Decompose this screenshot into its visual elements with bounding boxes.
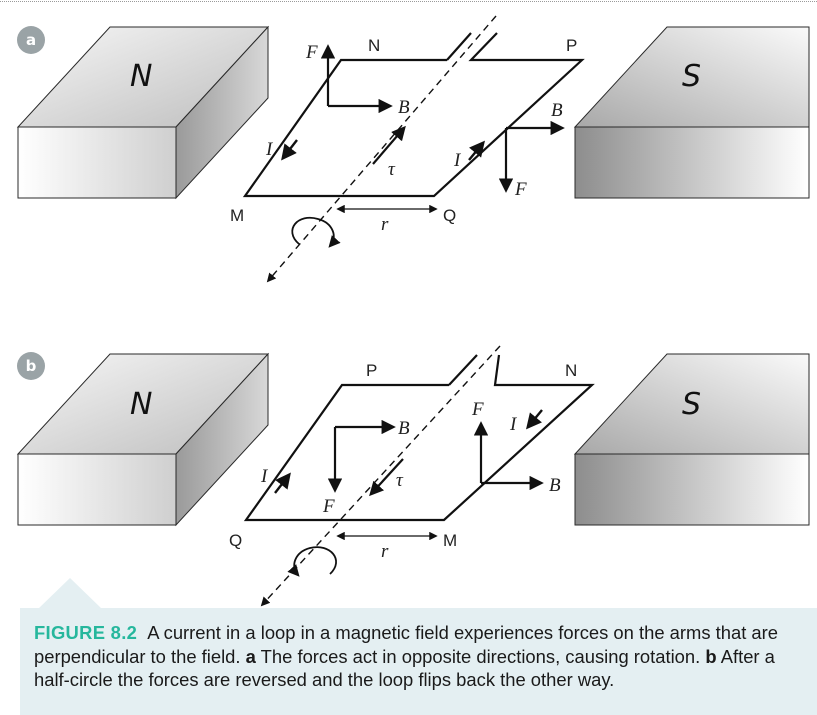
top-dotted-rule bbox=[0, 1, 817, 2]
figure-caption: FIGURE 8.2 A current in a loop in a magn… bbox=[20, 608, 817, 715]
corner-label-n-a: N bbox=[368, 36, 380, 55]
panel-badge-b: b bbox=[17, 352, 45, 380]
current-arrow-right-b bbox=[526, 409, 543, 430]
corner-label-n-b: N bbox=[565, 361, 577, 380]
caption-part-b-text: After a half-circle the forces are rever… bbox=[34, 645, 775, 691]
radius-label-a: r bbox=[381, 214, 389, 235]
current-loop-a bbox=[242, 32, 585, 198]
caption-part-a-text: The forces act in opposite directions, c… bbox=[260, 645, 701, 667]
torque-arrow-b bbox=[369, 458, 404, 497]
current-arrow-left-a bbox=[281, 139, 298, 161]
panel-b: N S b τ B F I F B bbox=[16, 345, 810, 607]
current-arrow-right-a bbox=[468, 140, 485, 161]
rotation-symbol-a bbox=[291, 216, 341, 248]
corner-label-q-b: Q bbox=[229, 531, 242, 550]
caption-text: A current in a loop in a magnetic field … bbox=[34, 622, 778, 667]
rotation-symbol-b bbox=[287, 546, 337, 577]
current-arrow-left-b bbox=[274, 472, 291, 494]
current-label-left-a: I bbox=[265, 139, 274, 160]
panel-a: N S a τ F B I I B bbox=[16, 15, 810, 283]
corner-label-p-a: P bbox=[566, 36, 577, 55]
radius-label-b: r bbox=[381, 541, 389, 562]
figure-label: FIGURE 8.2 bbox=[34, 622, 138, 643]
current-loop-b bbox=[243, 354, 595, 522]
rotation-axis-b bbox=[260, 345, 501, 607]
corner-label-q-a: Q bbox=[443, 206, 456, 225]
corner-label-m-b: M bbox=[443, 531, 457, 550]
magnet-label-s: S bbox=[682, 59, 701, 94]
magnet-label-n: N bbox=[130, 387, 152, 422]
torque-label-b: τ bbox=[396, 470, 404, 491]
svg-text:b: b bbox=[26, 357, 37, 375]
panel-badge-a: a bbox=[17, 26, 45, 54]
magnet-label-n: N bbox=[130, 59, 152, 94]
force-label-left-a: F bbox=[305, 42, 318, 63]
torque-arrow-a bbox=[372, 125, 406, 165]
current-label-left-b: I bbox=[260, 466, 269, 487]
magnet-north-a: N bbox=[16, 25, 270, 200]
caption-part-a-marker: a bbox=[245, 645, 256, 667]
field-label-right-a: B bbox=[551, 100, 563, 121]
magnet-south-b: S bbox=[573, 353, 810, 526]
field-label-left-a: B bbox=[398, 97, 410, 118]
current-label-right-b: I bbox=[509, 414, 518, 435]
caption-notch bbox=[38, 578, 102, 609]
magnet-label-s: S bbox=[682, 387, 701, 422]
force-label-left-b: F bbox=[322, 496, 335, 517]
torque-label-a: τ bbox=[388, 159, 396, 180]
caption-part-b-marker: b bbox=[705, 645, 717, 667]
rotation-axis-a bbox=[266, 15, 497, 283]
force-label-right-a: F bbox=[514, 179, 527, 200]
force-label-right-b: F bbox=[471, 399, 484, 420]
corner-label-m-a: M bbox=[230, 206, 244, 225]
corner-label-p-b: P bbox=[366, 361, 377, 380]
current-label-right-a: I bbox=[453, 150, 462, 171]
field-label-right-b: B bbox=[549, 475, 561, 496]
magnet-south-a: S bbox=[573, 26, 810, 199]
field-label-left-b: B bbox=[398, 418, 410, 439]
magnet-north-b: N bbox=[16, 352, 270, 527]
svg-text:a: a bbox=[26, 31, 36, 49]
